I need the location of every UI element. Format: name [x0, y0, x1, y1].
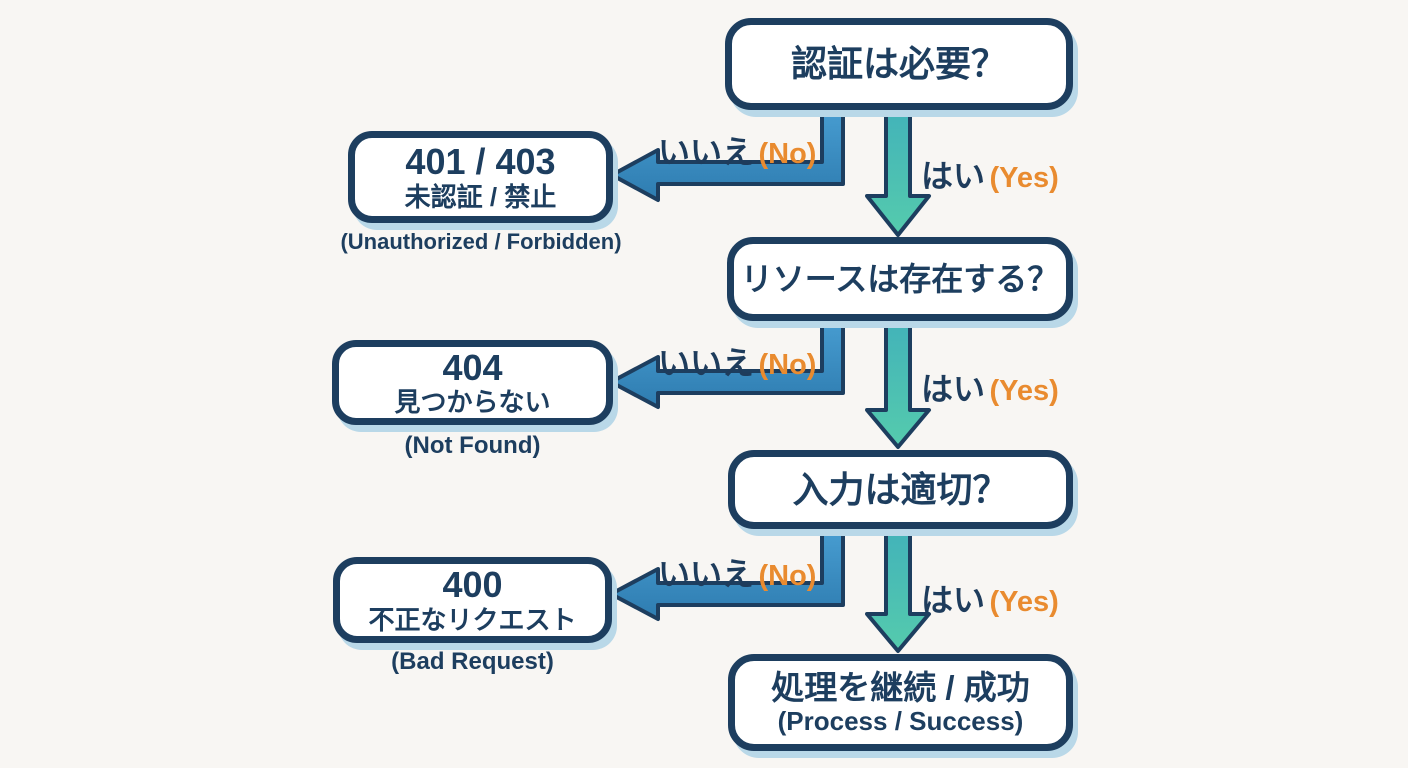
edge-no-1-en: (No) [758, 138, 817, 170]
yes-arrow-1 [865, 98, 931, 237]
result-400-label: 不正なリクエスト [368, 604, 577, 635]
decision-auth-label: 認証は必要？ [790, 43, 1007, 85]
result-401-403-label: 未認証 / 禁止 [404, 181, 557, 212]
yes-arrow-3 [865, 520, 931, 653]
result-node-success: 処理を継続 / 成功 (Process / Success) [728, 654, 1073, 751]
edge-yes-1-jp: はい [921, 158, 986, 194]
edge-label-no-1: いいえ (No) [658, 127, 816, 173]
edge-no-3-en: (No) [758, 560, 817, 592]
decision-node-resource-exists: リソースは存在する？ [727, 237, 1073, 321]
no-arrow-1 [610, 98, 845, 202]
result-success-caption: (Process / Success) [777, 705, 1024, 736]
result-success-label: 処理を継続 / 成功 [771, 668, 1030, 706]
decision-resource-label: リソースは存在する？ [740, 260, 1060, 297]
edge-yes-3-jp: はい [921, 582, 986, 618]
decision-node-auth-required: 認証は必要？ [725, 18, 1073, 110]
no-arrow-2 [609, 310, 845, 409]
result-404-code: 404 [442, 346, 503, 388]
edge-no-3-jp: いいえ [658, 556, 755, 592]
result-401-403-code: 401 / 403 [405, 141, 556, 183]
edge-no-2-jp: いいえ [658, 345, 755, 381]
edge-yes-1-en: (Yes) [989, 162, 1059, 194]
result-400-code: 400 [442, 564, 503, 606]
result-node-400: 400 不正なリクエスト [333, 557, 612, 643]
edge-label-yes-1: はい (Yes) [921, 151, 1059, 197]
edge-no-2-en: (No) [758, 349, 817, 381]
result-401-403-caption: (Unauthorized / Forbidden) [340, 229, 622, 254]
edge-label-no-2: いいえ (No) [658, 338, 816, 384]
edge-yes-3-en: (Yes) [989, 586, 1059, 618]
result-node-401-403: 401 / 403 未認証 / 禁止 [348, 131, 613, 223]
edge-label-yes-2: はい (Yes) [921, 364, 1059, 410]
edge-label-no-3: いいえ (No) [658, 549, 816, 595]
result-404-label: 見つからない [394, 387, 551, 418]
result-node-404: 404 見つからない [332, 340, 613, 425]
yes-arrow-2 [865, 310, 931, 449]
edge-label-yes-3: はい (Yes) [921, 575, 1059, 621]
decision-node-input-valid: 入力は適切？ [728, 450, 1073, 529]
edge-no-1-jp: いいえ [658, 134, 755, 170]
result-404-caption: (Not Found) [404, 432, 541, 459]
decision-input-label: 入力は適切？ [792, 468, 1009, 510]
no-arrow-3 [609, 520, 845, 621]
edge-yes-2-jp: はい [921, 371, 986, 407]
result-400-caption: (Bad Request) [391, 648, 554, 675]
edge-yes-2-en: (Yes) [989, 375, 1059, 407]
